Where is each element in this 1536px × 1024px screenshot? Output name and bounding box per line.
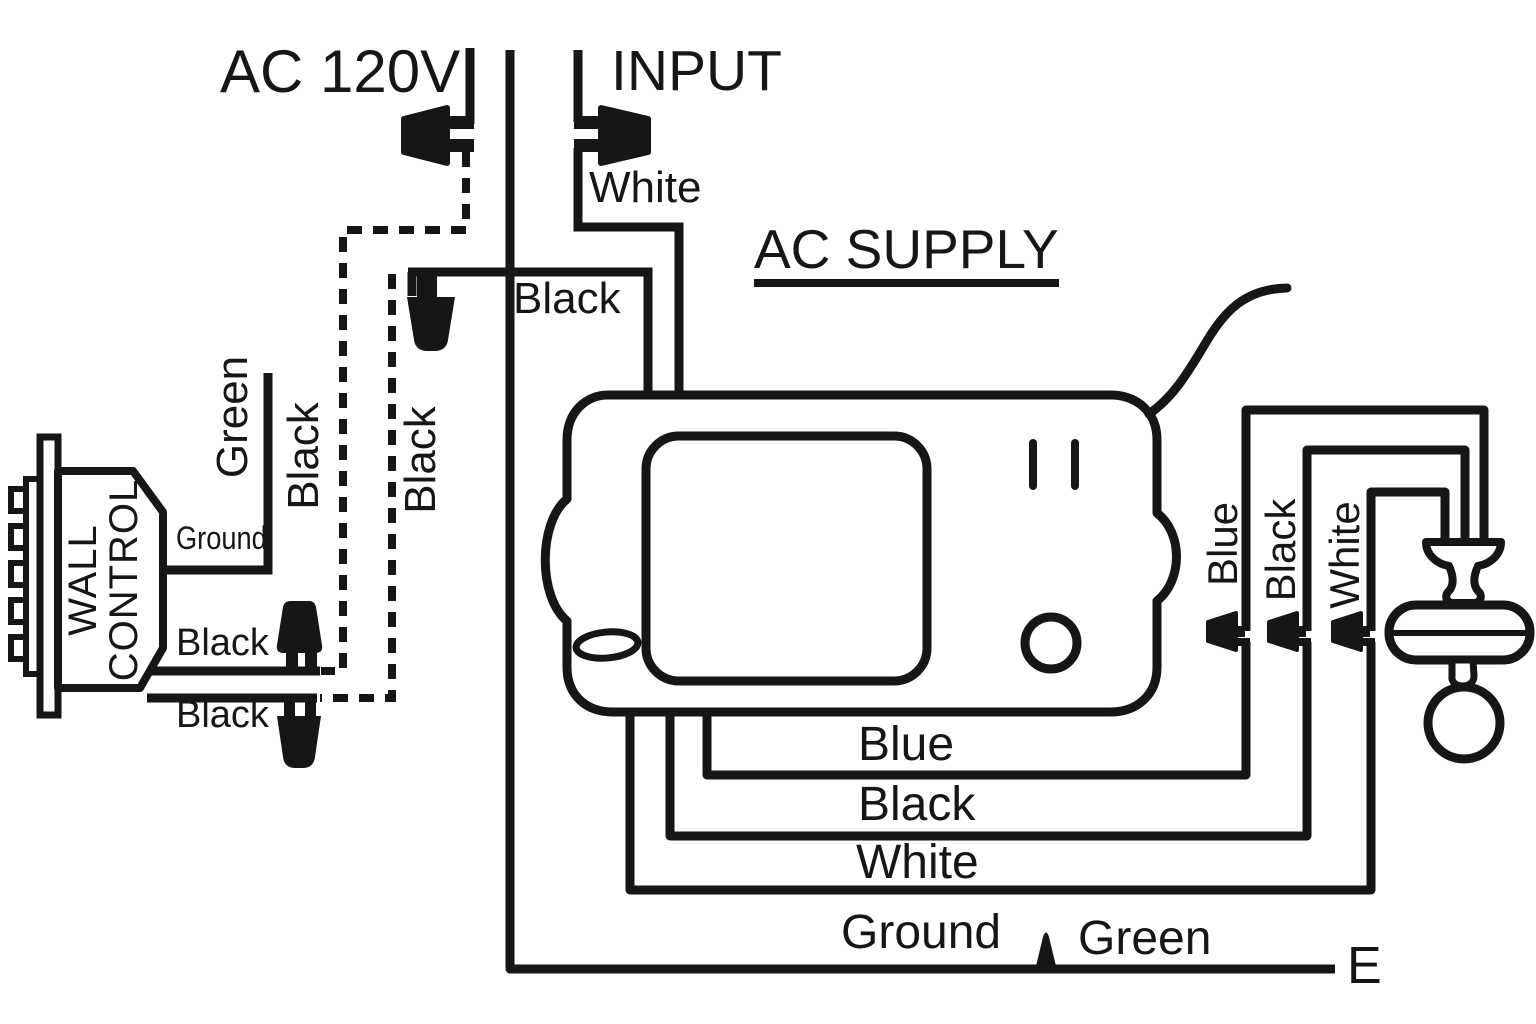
label-blue-receiver: Blue xyxy=(858,718,955,771)
wall-control-body xyxy=(54,467,167,692)
wall-control-box xyxy=(8,433,167,719)
label-black-receiver: Black xyxy=(858,778,976,831)
input-plug-right-icon xyxy=(574,105,651,166)
blue-connector-icon xyxy=(1206,611,1245,652)
supply-wires xyxy=(407,148,684,398)
label-blue-fan: Blue xyxy=(1199,501,1246,587)
black-supply-wire xyxy=(408,267,653,398)
white-connector-icon xyxy=(1331,611,1370,652)
black-output-wire xyxy=(665,642,1312,841)
label-black-dashed-left: Black xyxy=(279,402,328,510)
label-input: INPUT xyxy=(611,39,782,103)
label-wall-control: WALL CONTROL xyxy=(61,478,146,682)
label-white-fan: White xyxy=(1321,501,1368,609)
label-black-fan: Black xyxy=(1257,498,1304,602)
label-ground-wall: Ground xyxy=(176,520,267,556)
ac-source-lines xyxy=(401,48,1335,974)
fan-canopy xyxy=(1422,538,1505,607)
label-black-dashed-right: Black xyxy=(396,406,445,514)
label-earth: E xyxy=(1347,937,1382,995)
white-fan-wire xyxy=(1366,487,1450,631)
dashed-run-left xyxy=(321,152,470,675)
dashed-run-right xyxy=(320,274,396,702)
receiver-module xyxy=(540,283,1292,717)
learn-button xyxy=(1020,612,1082,674)
dip-slots xyxy=(1029,439,1079,490)
label-ground-bus: Ground xyxy=(841,906,1002,959)
white-supply-wire xyxy=(573,148,684,398)
wall-control-line2: CONTROL xyxy=(102,478,146,682)
black-connector-icon xyxy=(1267,611,1306,652)
wall-control-line1: WALL xyxy=(61,524,106,636)
label-green-wall: Green xyxy=(208,355,257,479)
label-ac-supply: AC SUPPLY xyxy=(754,222,1059,287)
antenna-wire xyxy=(1144,283,1292,419)
wall-plug-up-icon xyxy=(276,601,323,673)
receiver-panel xyxy=(641,431,932,686)
fan-light-collar xyxy=(1448,656,1478,690)
ground-green-wire xyxy=(163,373,273,575)
ceiling-fan-icon xyxy=(1384,538,1535,764)
label-black-wall-upper: Black xyxy=(176,622,269,664)
fan-light-globe xyxy=(1423,682,1505,764)
wall-plug-down-icon xyxy=(277,699,321,768)
label-white-receiver: White xyxy=(856,836,979,889)
label-black-supply: Black xyxy=(513,274,621,323)
ground-spike-icon xyxy=(1036,932,1056,966)
blue-fan-wire xyxy=(1241,405,1489,631)
black-fan-wire xyxy=(1302,445,1470,631)
black-jumper-plug-icon xyxy=(407,271,455,351)
wire-grommet xyxy=(572,628,642,662)
dashed-wall-wiring xyxy=(320,152,470,702)
receiver-output-wires xyxy=(625,642,1376,895)
wire-connectors xyxy=(1206,611,1370,652)
label-white-supply: White xyxy=(589,163,702,212)
blue-output-wire xyxy=(702,642,1251,780)
ac-plug-left-icon xyxy=(401,105,474,166)
label-black-wall-lower: Black xyxy=(176,694,269,736)
wall-control xyxy=(8,373,323,768)
label-ac-voltage: AC 120V xyxy=(220,38,461,105)
label-green-bus: Green xyxy=(1078,912,1212,965)
ac-long-black-line-and-ground-bus xyxy=(505,50,1335,974)
white-output-wire xyxy=(625,642,1376,895)
